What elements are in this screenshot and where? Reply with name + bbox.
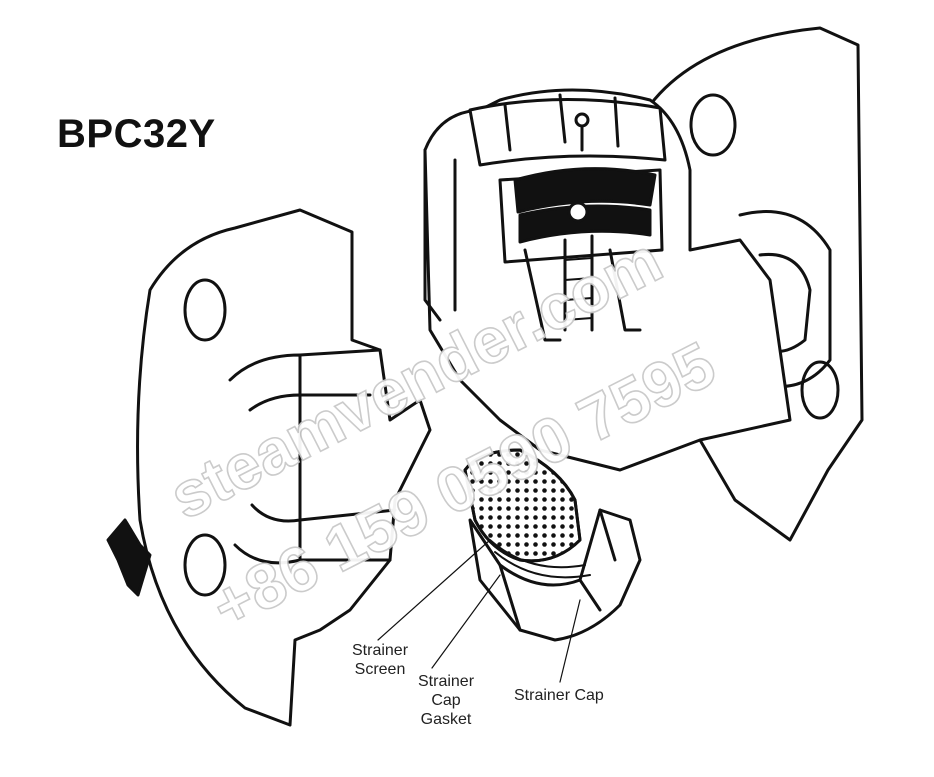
- label-strainer-cap: Strainer Cap: [514, 687, 604, 704]
- diagram-title: BPC32Y: [57, 112, 216, 156]
- left-flange: [136, 208, 432, 727]
- label-strainer-screen-line-2: Screen: [354, 661, 406, 678]
- label-strainer-screen: Strainer Screen: [352, 641, 408, 679]
- label-strainer-screen-line-1: Strainer: [352, 642, 409, 659]
- label-strainer-cap-gasket: Strainer Cap Gasket: [418, 672, 474, 729]
- leader-lines: [377, 539, 581, 683]
- strainer-cap: [468, 508, 642, 642]
- label-strainer-cap-gasket-line-3: Gasket: [420, 711, 472, 728]
- label-strainer-cap-gasket-line-1: Strainer: [418, 673, 475, 690]
- label-strainer-cap-gasket-line-2: Cap: [431, 692, 461, 709]
- thermostatic-element: [513, 167, 657, 342]
- strainer-screen: [463, 448, 582, 563]
- flow-direction-arrow: [106, 518, 152, 597]
